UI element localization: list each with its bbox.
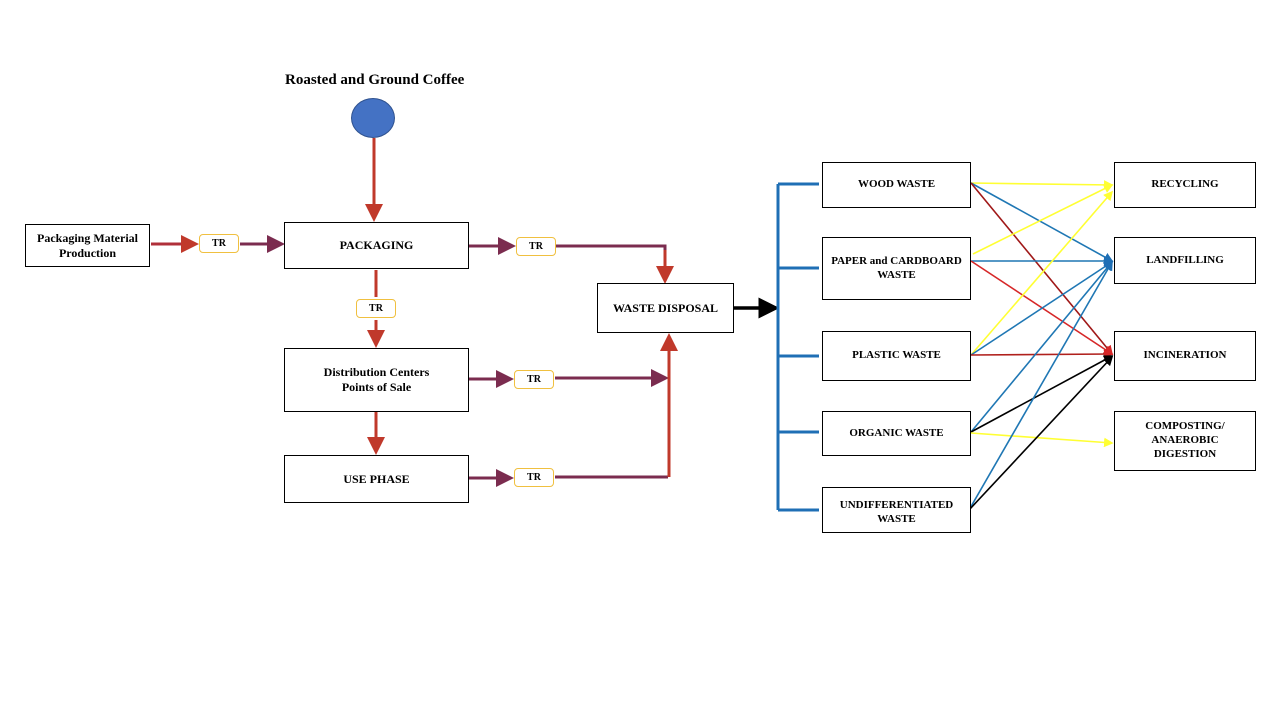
edge-tr-waste-top [556, 244, 667, 281]
waste-stream-paper[interactable]: PAPER and CARDBOARD WASTE [822, 237, 971, 300]
treatment-incineration[interactable]: INCINERATION [1114, 331, 1256, 381]
link-organic-composting [970, 432, 1114, 448]
link-undiff-incineration [968, 355, 1114, 511]
link-paper-incineration [970, 260, 1114, 355]
node-use-phase[interactable]: USE PHASE [284, 455, 469, 503]
link-organic-incineration [970, 355, 1114, 433]
transport-badge: TR [514, 468, 554, 487]
treatment-composting[interactable]: COMPOSTING/ ANAEROBIC DIGESTION [1114, 411, 1256, 471]
waste-stream-wood[interactable]: WOOD WASTE [822, 162, 971, 208]
treatment-recycling[interactable]: RECYCLING [1114, 162, 1256, 208]
transport-badge: TR [516, 237, 556, 256]
coffee-input-node[interactable] [351, 98, 395, 138]
link-organic-landfill [970, 260, 1114, 433]
waste-stream-organic[interactable]: ORGANIC WASTE [822, 411, 971, 456]
node-distribution[interactable]: Distribution Centers Points of Sale [284, 348, 469, 412]
transport-badge: TR [199, 234, 239, 253]
node-packaging[interactable]: PACKAGING [284, 222, 469, 269]
link-plastic-recycling [970, 190, 1114, 356]
transport-badge: TR [356, 299, 396, 318]
coffee-input-title: Roasted and Ground Coffee [285, 72, 465, 88]
link-wood-landfill [970, 182, 1114, 262]
link-wood-incineration [970, 182, 1114, 356]
link-plastic-landfill [970, 261, 1114, 356]
link-plastic-incineration [970, 349, 1114, 359]
link-paper-recycling [972, 184, 1114, 255]
transport-badge: TR [514, 370, 554, 389]
node-packaging-material[interactable]: Packaging Material Production [25, 224, 150, 267]
link-undiff-landfill [968, 260, 1113, 511]
link-wood-recycling [970, 180, 1114, 190]
node-waste-disposal[interactable]: WASTE DISPOSAL [597, 283, 734, 333]
waste-stream-undifferentiated[interactable]: UNDIFFERENTIATED WASTE [822, 487, 971, 533]
waste-stream-plastic[interactable]: PLASTIC WASTE [822, 331, 971, 381]
treatment-landfilling[interactable]: LANDFILLING [1114, 237, 1256, 284]
